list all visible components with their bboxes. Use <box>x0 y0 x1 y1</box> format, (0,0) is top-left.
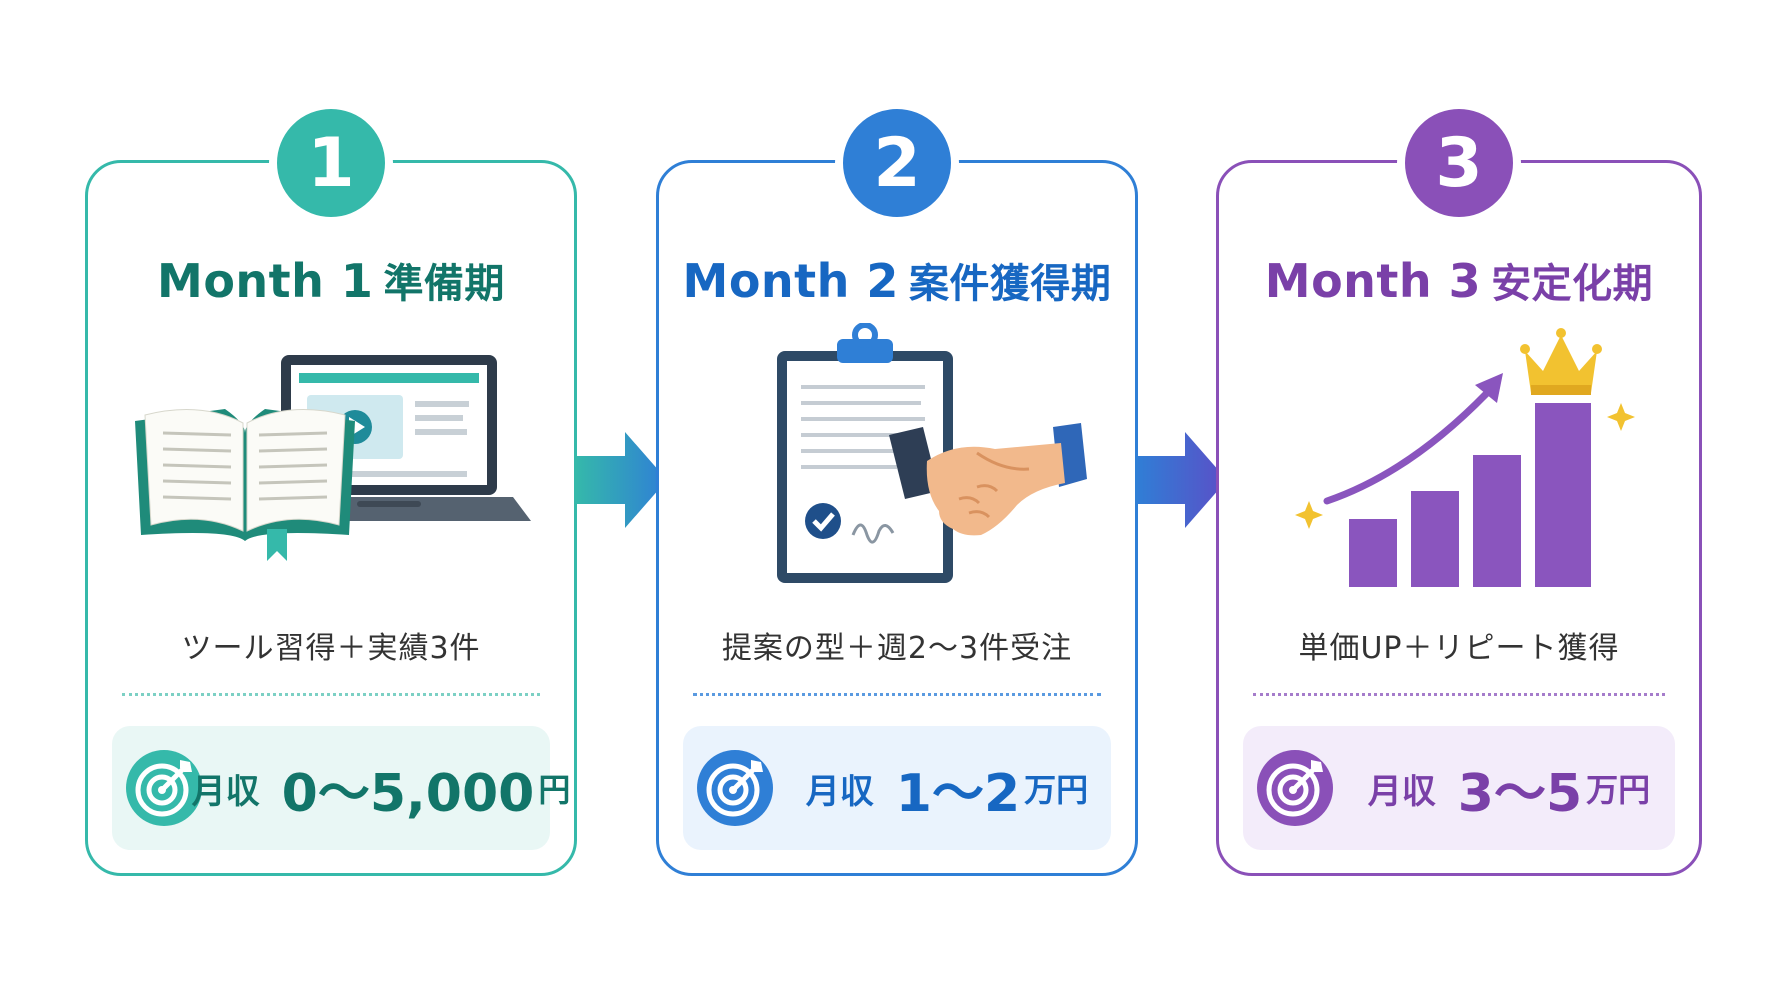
growth-chart-crown-icon <box>1219 323 1699 623</box>
book-laptop-video-icon <box>88 323 574 623</box>
step-title-month: Month 2 <box>682 254 899 308</box>
clipboard-handshake-icon <box>659 323 1135 623</box>
step-title-phase: 案件獲得期 <box>908 261 1112 307</box>
arrow-right-icon <box>1135 432 1227 528</box>
divider <box>693 693 1101 696</box>
step-number-badge: 3 <box>1397 101 1521 225</box>
step-number-badge: 2 <box>835 101 959 225</box>
divider <box>122 693 540 696</box>
target-icon <box>1257 750 1333 826</box>
step-title-month: Month 1 <box>157 254 374 308</box>
step-title-phase: 準備期 <box>383 261 505 307</box>
step-number-badge: 1 <box>269 101 393 225</box>
target-icon <box>697 750 773 826</box>
divider <box>1253 693 1665 696</box>
step-description: ツール習得＋実績3件 <box>181 631 481 666</box>
step-description: 単価UP＋リピート獲得 <box>1298 631 1620 666</box>
step-title-phase: 安定化期 <box>1491 261 1654 307</box>
step-title-month: Month 3 <box>1264 254 1482 308</box>
arrow-right-icon <box>575 432 667 528</box>
step-description: 提案の型＋週2〜3件受注 <box>721 631 1073 666</box>
target-icon <box>126 750 202 826</box>
